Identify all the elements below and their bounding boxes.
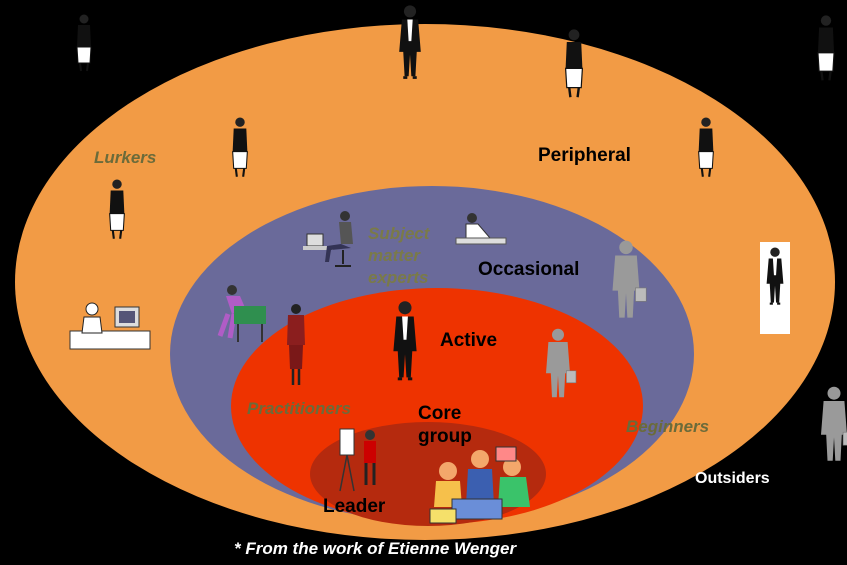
person-figure-icon bbox=[816, 14, 836, 82]
desk-worker-icon bbox=[455, 213, 507, 245]
lurkers-label: Lurkers bbox=[94, 148, 157, 167]
desk-worker-icon bbox=[69, 302, 151, 350]
sme-line-2: matter bbox=[368, 246, 420, 265]
footnote: * From the work of Etienne Wenger bbox=[234, 539, 517, 558]
outsiders-label: Outsiders bbox=[695, 470, 770, 487]
leader-label: Leader bbox=[323, 496, 386, 517]
core-group-label: Core group bbox=[418, 402, 472, 448]
subject-matter-experts-label: Subject matter experts bbox=[368, 223, 429, 289]
person-figure-icon bbox=[76, 13, 92, 72]
occasional-label: Occasional bbox=[478, 259, 580, 280]
active-label: Active bbox=[440, 330, 498, 351]
team-meeting-icon bbox=[429, 446, 530, 524]
core-line-2: group bbox=[418, 426, 472, 447]
practitioners-label: Practitioners bbox=[247, 399, 351, 418]
beginners-label: Beginners bbox=[626, 417, 710, 436]
core-line-1: Core bbox=[418, 403, 462, 424]
peripheral-label: Peripheral bbox=[538, 145, 631, 166]
desk-worker-icon bbox=[303, 211, 353, 267]
person-figure-icon bbox=[760, 242, 790, 334]
person-figure-icon bbox=[564, 28, 584, 99]
person-figure-icon bbox=[287, 304, 305, 385]
sme-line-1: Subject bbox=[368, 224, 430, 243]
desk-worker-icon bbox=[217, 285, 266, 342]
presenter-icon bbox=[339, 428, 376, 492]
sme-line-3: experts bbox=[368, 268, 429, 287]
person-figure-icon bbox=[820, 386, 847, 462]
